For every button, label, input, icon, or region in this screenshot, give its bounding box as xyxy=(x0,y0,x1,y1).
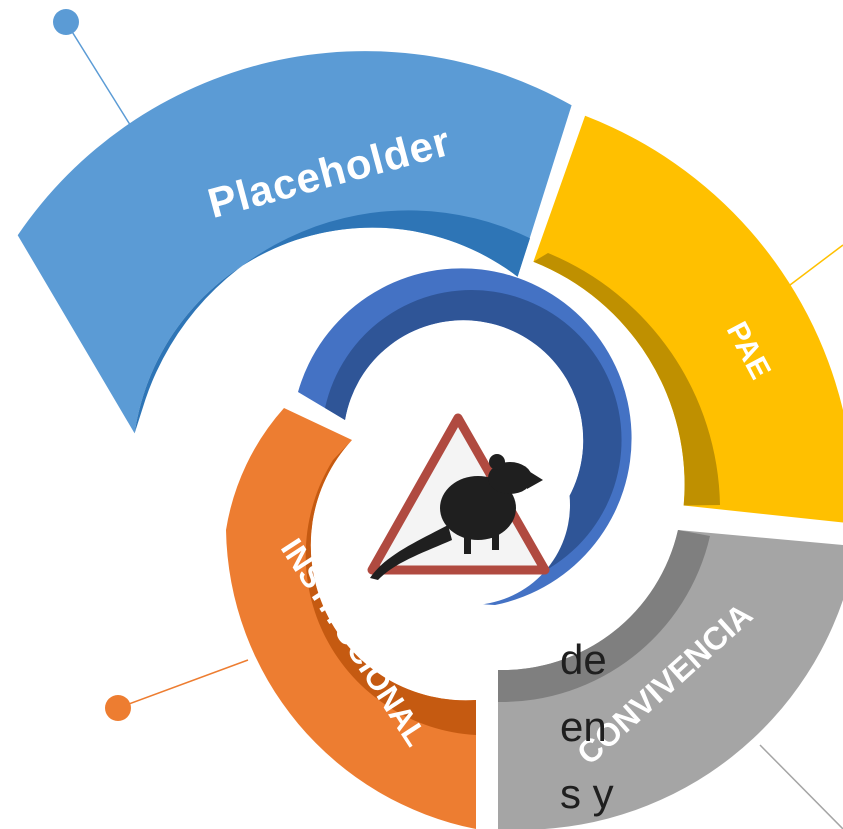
segment-pae-shade xyxy=(533,253,720,506)
connector-dot-institucional xyxy=(105,695,131,721)
connector-line-pae xyxy=(789,244,843,286)
rat-silhouette xyxy=(370,454,543,580)
side-text-line-3: s y xyxy=(560,770,614,817)
segment-placeholder[interactable]: Placeholder xyxy=(17,51,572,434)
segment-convivencia[interactable]: CONVIVENCIA xyxy=(498,530,843,829)
rat-warning-sign-icon xyxy=(367,405,570,605)
connector-line-institucional xyxy=(117,659,249,709)
connector-line-convivencia xyxy=(759,744,843,829)
inner-spiral xyxy=(298,268,632,605)
segment-convivencia-shade xyxy=(498,530,710,703)
segment-institucional-shade xyxy=(305,440,476,735)
segment-pae-band xyxy=(533,115,843,523)
side-text-line-1: de xyxy=(560,636,607,683)
segment-placeholder-band xyxy=(17,51,572,434)
segment-pae[interactable]: PAE xyxy=(533,115,843,523)
segment-convivencia-band xyxy=(498,530,843,829)
segment-placeholder-shade xyxy=(134,210,530,434)
connector-dot-placeholder xyxy=(53,9,79,35)
segment-institucional-band xyxy=(226,408,476,829)
side-text-line-2: en xyxy=(560,703,607,750)
